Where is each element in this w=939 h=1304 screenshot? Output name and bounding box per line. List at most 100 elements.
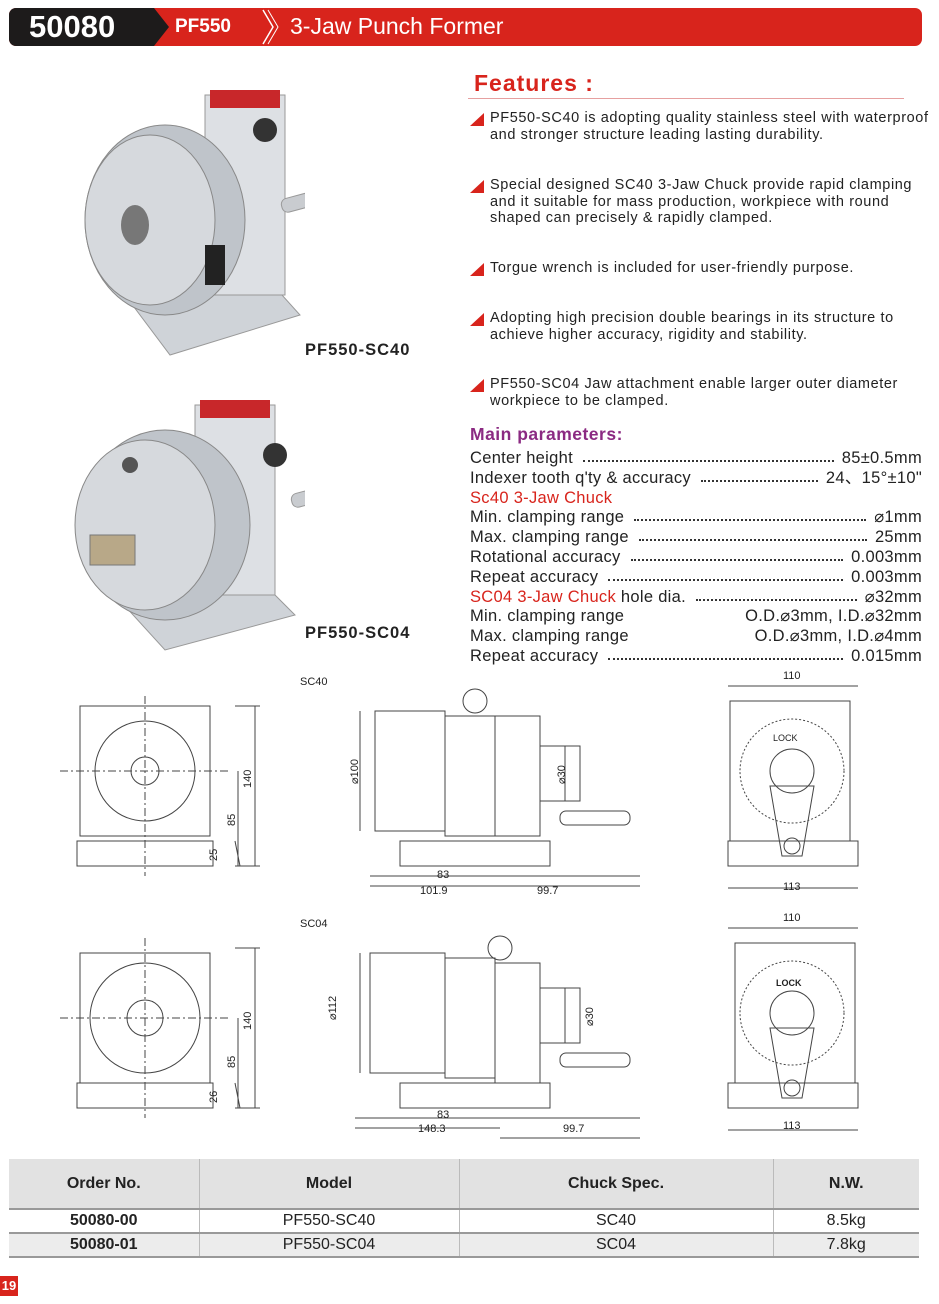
drawing-set bbox=[60, 927, 859, 1139]
dimension-label: 140 bbox=[242, 1011, 254, 1030]
feature-text: Special designed SC40 3-Jaw Chuck provid… bbox=[490, 177, 913, 226]
leader-dots bbox=[638, 539, 867, 542]
table-row: 50080-01 PF550-SC04 SC04 7.8kg bbox=[9, 1233, 919, 1258]
feature-item: PF550-SC04 Jaw attachment enable larger … bbox=[470, 376, 930, 409]
product-photo-sc04 bbox=[74, 400, 305, 651]
parameter-value: 0.015mm bbox=[851, 647, 922, 665]
dimension-label: 110 bbox=[783, 670, 801, 682]
lock-label: LOCK bbox=[773, 733, 798, 743]
parameter-label: Repeat accuracy bbox=[470, 647, 599, 665]
dimension-label: ⌀112 bbox=[327, 995, 339, 1020]
dimension-label: ⌀30 bbox=[584, 1007, 596, 1026]
triangle-bullet-icon bbox=[470, 379, 484, 392]
parameter-row: SC04 3-Jaw Chuck hole dia. ⌀32mm bbox=[470, 587, 922, 607]
parameter-value: 25mm bbox=[874, 528, 922, 547]
dimension-label: 101.9 bbox=[420, 885, 448, 897]
parameter-value: ⌀32mm bbox=[864, 587, 922, 606]
dimension-label: 25 bbox=[208, 848, 220, 861]
chuck-spec: SC04 bbox=[459, 1233, 774, 1258]
page-title: 3-Jaw Punch Former bbox=[290, 13, 504, 39]
model: PF550-SC40 bbox=[199, 1209, 460, 1234]
parameters-title: Main parameters: bbox=[470, 424, 623, 444]
product-label: PF550-SC40 bbox=[305, 341, 411, 359]
parameter-value: 0.003mm bbox=[851, 567, 922, 586]
dimension-label: 99.7 bbox=[563, 1123, 585, 1135]
parameter-label: Sc40 3-Jaw Chuck bbox=[470, 488, 613, 507]
order-no: 50080-01 bbox=[9, 1233, 200, 1258]
column-header: Order No. bbox=[9, 1159, 200, 1210]
feature-text: PF550-SC40 is adopting quality stainless… bbox=[490, 110, 929, 143]
chuck-spec: SC40 bbox=[459, 1209, 774, 1234]
parameter-row: Max. clamping range 25mm bbox=[470, 527, 922, 547]
dimension-label: 99.7 bbox=[537, 885, 559, 897]
leader-dots bbox=[630, 559, 844, 561]
dimension-label: ⌀30 bbox=[556, 765, 568, 784]
triangle-bullet-icon bbox=[470, 313, 484, 326]
leader-dots bbox=[634, 519, 867, 522]
parameter-label-suffix: hole dia. bbox=[616, 587, 686, 606]
view-tag: SC40 bbox=[300, 676, 328, 688]
column-header: Model bbox=[199, 1159, 460, 1210]
column-header: N.W. bbox=[773, 1159, 919, 1210]
dimension-label: 148.3 bbox=[418, 1123, 446, 1135]
dimension-label: 140 bbox=[242, 769, 254, 788]
feature-text: Torgue wrench is included for user-frien… bbox=[490, 260, 855, 276]
dimension-label: 113 bbox=[783, 881, 801, 893]
rear-view bbox=[727, 685, 859, 889]
parameter-label: Repeat accuracy bbox=[470, 567, 599, 586]
dimension-label: 113 bbox=[783, 1120, 801, 1132]
dimension-label: 83 bbox=[437, 1109, 450, 1121]
parameter-value: O.D.⌀3mm, I.D.⌀32mm bbox=[745, 607, 922, 626]
triangle-bullet-icon bbox=[470, 180, 484, 193]
chevron-icon bbox=[262, 9, 279, 45]
parameter-label: Min. clamping range bbox=[470, 607, 625, 626]
page-number: 19 bbox=[0, 1276, 18, 1296]
feature-item: PF550-SC40 is adopting quality stainless… bbox=[470, 110, 930, 143]
divider bbox=[468, 98, 904, 99]
dimension-label: 85 bbox=[226, 1055, 238, 1068]
parameter-row: Repeat accuracy 0.003mm bbox=[470, 567, 922, 587]
parameter-row: Min. clamping range O.D.⌀3mm, I.D.⌀32mm bbox=[470, 606, 922, 626]
product-label: PF550-SC04 bbox=[305, 624, 411, 642]
parameter-row: Min. clamping range ⌀1mm bbox=[470, 507, 922, 527]
parameter-label: Min. clamping range bbox=[470, 508, 625, 527]
model: PF550-SC04 bbox=[199, 1233, 460, 1258]
dimension-label: 26 bbox=[208, 1090, 220, 1103]
features-title: Features : bbox=[474, 70, 594, 96]
lock-label: LOCK bbox=[776, 978, 802, 988]
rear-view bbox=[727, 927, 859, 1131]
feature-item: Special designed SC40 3-Jaw Chuck provid… bbox=[470, 177, 930, 227]
dimension-label: 110 bbox=[783, 912, 801, 924]
net-weight: 8.5kg bbox=[773, 1209, 919, 1234]
front-view bbox=[60, 938, 260, 1118]
triangle-bullet-icon bbox=[470, 263, 484, 276]
triangle-bullet-icon bbox=[470, 113, 484, 126]
product-photo-sc40 bbox=[84, 90, 305, 356]
parameter-value: 24、15°±10" bbox=[825, 468, 922, 487]
order-no: 50080-00 bbox=[9, 1209, 200, 1234]
product-code: 50080 bbox=[9, 8, 169, 46]
order-table: Order No. Model Chuck Spec. N.W. 50080-0… bbox=[9, 1159, 919, 1258]
dimension-label: 83 bbox=[437, 869, 450, 881]
parameter-label: Rotational accuracy bbox=[470, 548, 621, 566]
leader-dots bbox=[608, 578, 844, 581]
feature-item: Torgue wrench is included for user-frien… bbox=[470, 260, 930, 277]
side-view bbox=[355, 935, 640, 1139]
parameter-value: ⌀1mm bbox=[874, 508, 922, 527]
parameter-row: Sc40 3-Jaw Chuck bbox=[470, 488, 922, 508]
feature-text: Adopting high precision double bearings … bbox=[490, 310, 894, 343]
parameter-label: Max. clamping range bbox=[470, 528, 629, 547]
parameter-value: O.D.⌀3mm, I.D.⌀4mm bbox=[754, 627, 922, 646]
net-weight: 7.8kg bbox=[773, 1233, 919, 1258]
parameter-row: Repeat accuracy 0.015mm bbox=[470, 646, 922, 666]
drawing-set bbox=[60, 685, 859, 889]
dimension-label: 85 bbox=[226, 813, 238, 826]
parameter-label: SC04 3-Jaw Chuck bbox=[470, 587, 617, 606]
parameter-label: Max. clamping range bbox=[470, 627, 629, 646]
parameter-row: Max. clamping range O.D.⌀3mm, I.D.⌀4mm bbox=[470, 626, 922, 646]
side-view bbox=[359, 688, 640, 887]
front-view bbox=[60, 696, 260, 876]
feature-text: PF550-SC04 Jaw attachment enable larger … bbox=[490, 376, 898, 409]
